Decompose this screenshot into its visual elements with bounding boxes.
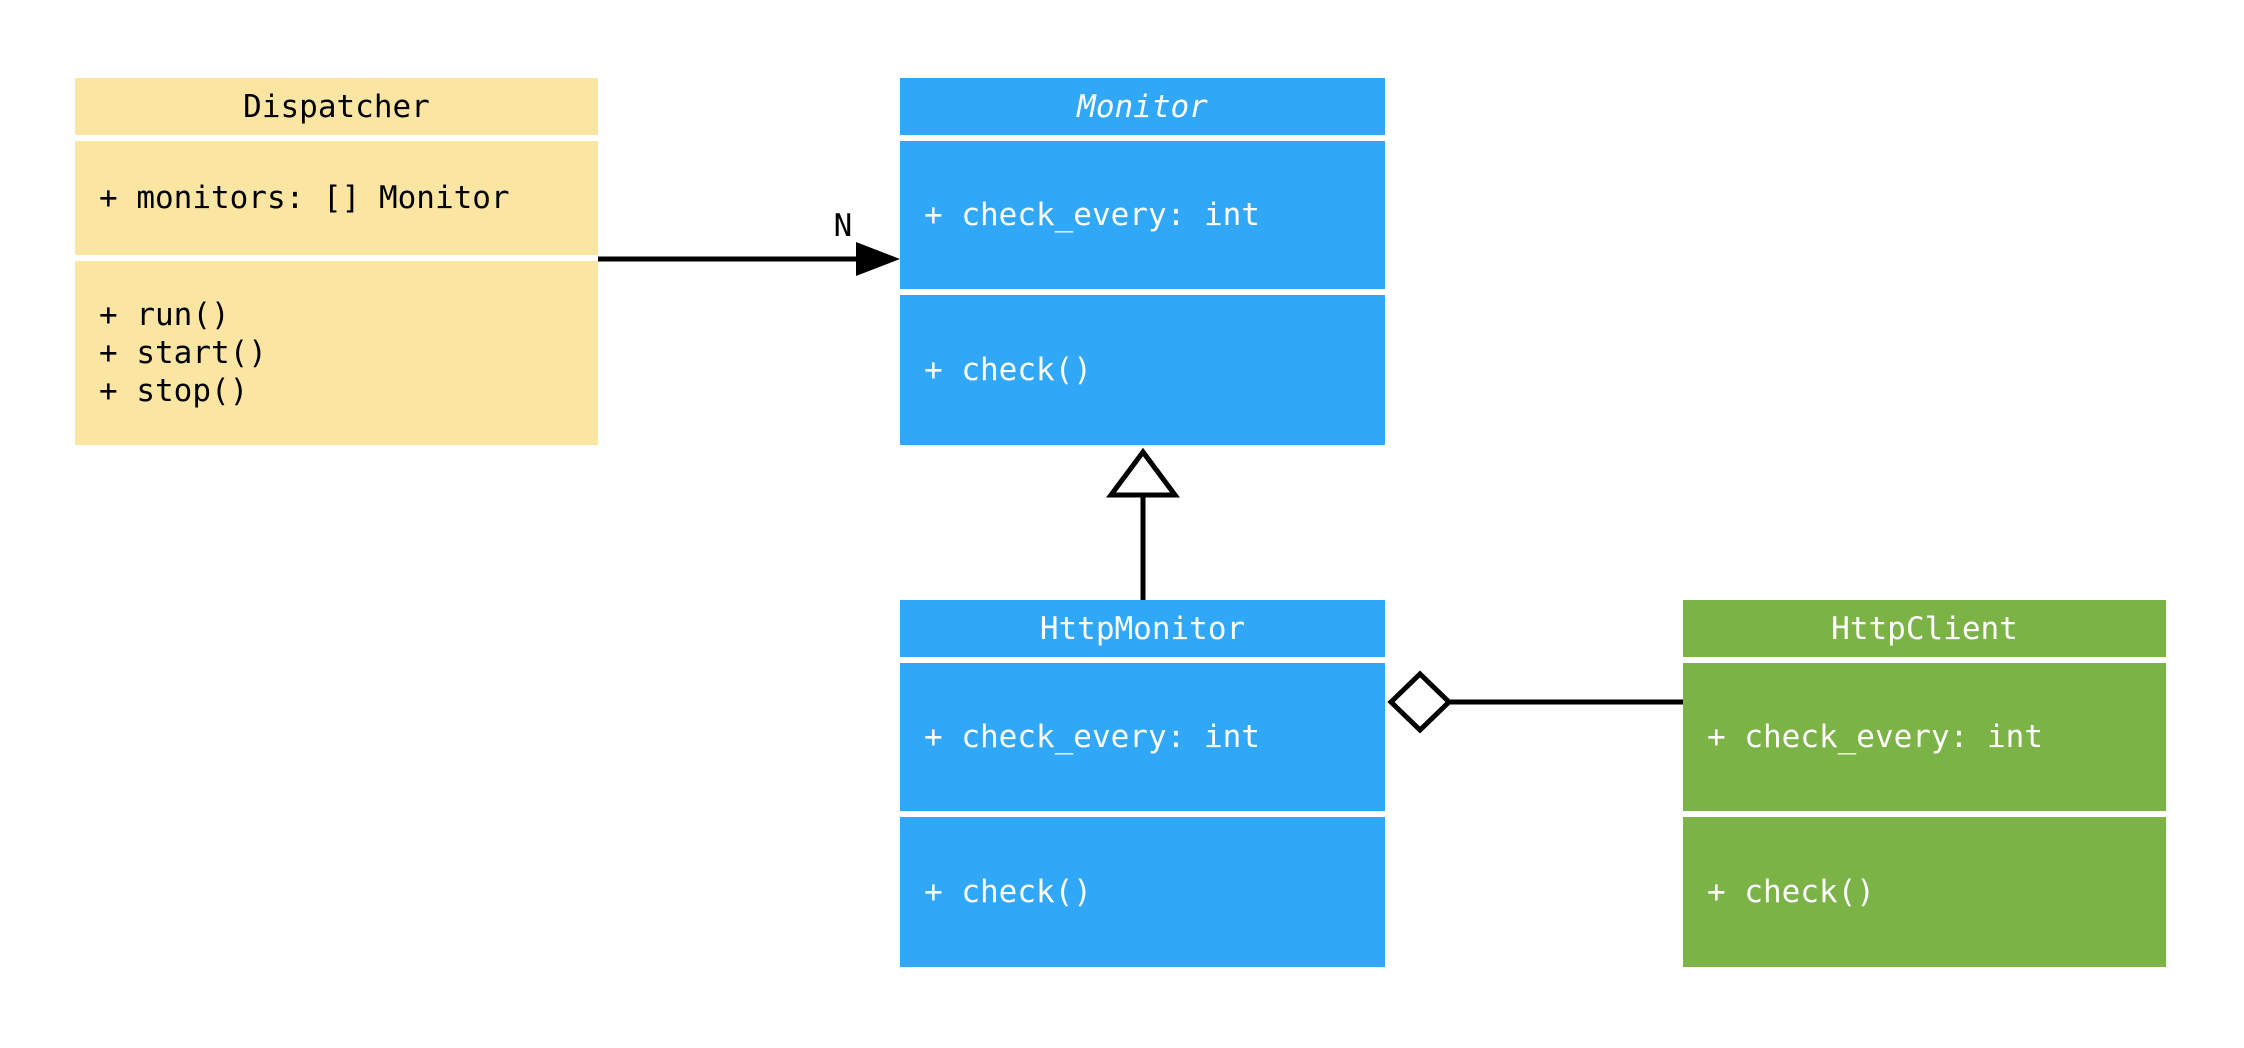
generalization-triangle-icon <box>1106 447 1180 498</box>
multiplicity-label: N <box>833 208 853 244</box>
class-title: Dispatcher <box>75 78 598 135</box>
class-box-httpclient: HttpClient + check_every: int + check() <box>1683 600 2166 967</box>
methods-section: + check() <box>900 817 1385 967</box>
attribute-row: + check_every: int <box>924 197 1260 233</box>
class-title: HttpClient <box>1683 600 2166 657</box>
method-row: + check() <box>1707 874 1875 910</box>
method-row: + run() <box>99 297 230 333</box>
association-arrowhead-icon <box>856 242 900 276</box>
class-box-dispatcher: Dispatcher + monitors: [] Monitor + run(… <box>75 78 598 445</box>
class-box-monitor: Monitor + check_every: int + check() <box>900 78 1385 445</box>
attribute-row: + check_every: int <box>924 719 1260 755</box>
methods-section: + check() <box>1683 817 2166 967</box>
attribute-row: + monitors: [] Monitor <box>99 180 510 216</box>
class-box-httpmonitor: HttpMonitor + check_every: int + check() <box>900 600 1385 967</box>
methods-section: + run() + start() + stop() <box>75 261 598 445</box>
attribute-row: + check_every: int <box>1707 719 2043 755</box>
attributes-section: + monitors: [] Monitor <box>75 141 598 255</box>
attributes-section: + check_every: int <box>900 663 1385 811</box>
aggregation-diamond-icon <box>1387 670 1453 734</box>
method-row: + stop() <box>99 373 249 409</box>
method-row: + start() <box>99 335 267 371</box>
method-row: + check() <box>924 874 1092 910</box>
methods-section: + check() <box>900 295 1385 445</box>
method-row: + check() <box>924 352 1092 388</box>
class-title: Monitor <box>900 78 1385 135</box>
class-title: HttpMonitor <box>900 600 1385 657</box>
attributes-section: + check_every: int <box>1683 663 2166 811</box>
attributes-section: + check_every: int <box>900 141 1385 289</box>
